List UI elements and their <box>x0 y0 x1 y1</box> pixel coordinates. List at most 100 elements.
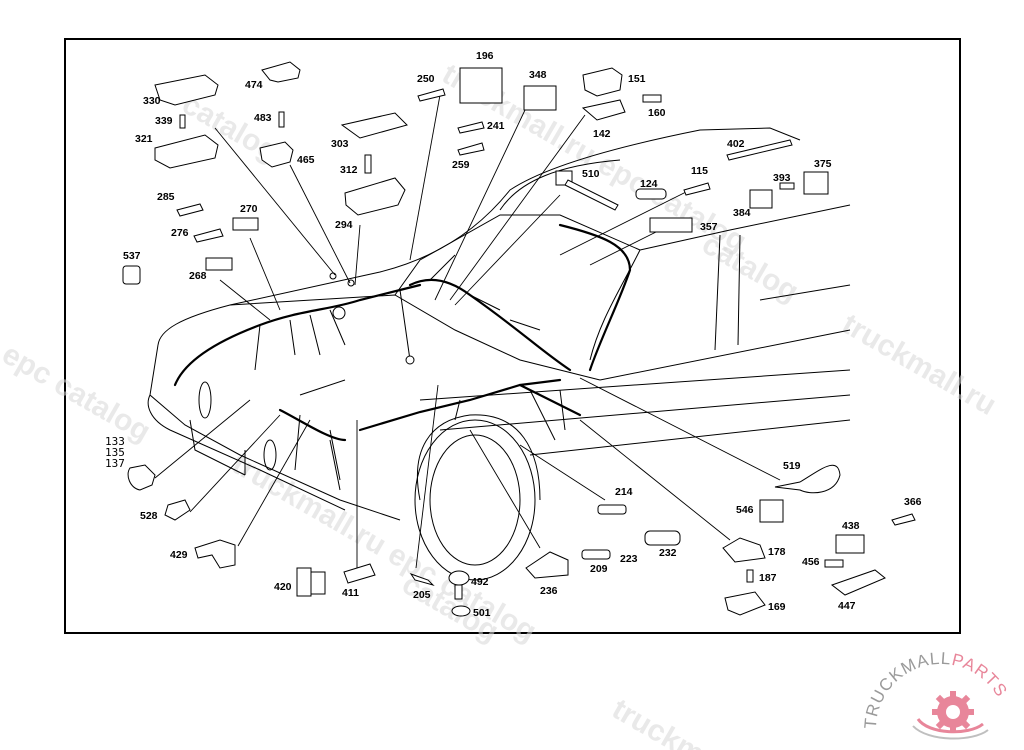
callout-137: 137 <box>105 457 125 470</box>
part-236 <box>525 551 569 579</box>
callout-236: 236 <box>540 585 558 597</box>
watermark: truckmall.ru <box>607 692 772 750</box>
callout-339: 339 <box>155 115 173 127</box>
callout-402: 402 <box>727 138 745 150</box>
part-241 <box>457 121 485 134</box>
part-214 <box>597 504 627 515</box>
watermark: truckmall.ru <box>837 307 1002 421</box>
part-142 <box>581 99 626 121</box>
callout-348: 348 <box>529 69 547 81</box>
part-178 <box>722 537 766 563</box>
part-205 <box>409 573 435 586</box>
part-321 <box>154 134 219 169</box>
callout-259: 259 <box>452 159 470 171</box>
part-420b <box>310 571 326 595</box>
part-169 <box>724 591 766 616</box>
part-196 <box>459 67 503 104</box>
part-447 <box>830 569 886 596</box>
callout-519: 519 <box>783 460 801 472</box>
callout-241: 241 <box>487 120 505 132</box>
part-357 <box>649 217 693 233</box>
part-384 <box>749 189 773 209</box>
part-420 <box>296 567 312 597</box>
part-312 <box>364 154 372 174</box>
callout-438: 438 <box>842 520 860 532</box>
part-366 <box>891 513 916 526</box>
callout-456: 456 <box>802 556 820 568</box>
callout-375: 375 <box>814 158 832 170</box>
callout-294: 294 <box>335 219 353 231</box>
part-375 <box>803 171 829 195</box>
logo-text-parts: PARTS <box>950 650 1011 701</box>
callout-214: 214 <box>615 486 633 498</box>
part-465 <box>259 141 294 168</box>
part-402 <box>726 139 793 161</box>
callout-135: 135 <box>105 446 125 459</box>
part-151 <box>582 67 623 97</box>
callout-501: 501 <box>473 607 491 619</box>
part-456 <box>824 559 844 568</box>
part-330 <box>154 74 219 106</box>
callout-429: 429 <box>170 549 188 561</box>
callout-303: 303 <box>331 138 349 150</box>
callout-115: 115 <box>691 165 708 177</box>
part-339 <box>179 114 186 129</box>
part-492-shaft <box>454 584 463 600</box>
callout-178: 178 <box>768 546 786 558</box>
callout-366: 366 <box>904 496 922 508</box>
callout-250: 250 <box>417 73 435 85</box>
part-232 <box>644 530 681 546</box>
callout-187: 187 <box>759 572 777 584</box>
parts <box>122 61 916 617</box>
part-438 <box>835 534 865 554</box>
car-body-outline <box>147 127 851 581</box>
part-270 <box>232 217 259 231</box>
logo-text: TRUCKMALLPARTS <box>861 649 1011 730</box>
part-303 <box>340 112 408 139</box>
part-510-strap <box>564 179 619 211</box>
callout-312: 312 <box>340 164 358 176</box>
callout-151: 151 <box>628 73 646 85</box>
callout-357: 357 <box>700 221 718 233</box>
part-133 <box>127 464 156 491</box>
callout-393: 393 <box>773 172 791 184</box>
part-294 <box>344 177 406 216</box>
part-268 <box>205 257 233 271</box>
part-501 <box>451 605 471 617</box>
part-209 <box>581 549 611 560</box>
part-259 <box>457 142 485 156</box>
part-528 <box>164 499 191 521</box>
part-187 <box>746 569 754 583</box>
callout-384: 384 <box>733 207 751 219</box>
wiring-harness <box>173 223 632 481</box>
part-429 <box>194 539 236 569</box>
callout-411: 411 <box>342 587 359 599</box>
callout-330: 330 <box>143 95 161 107</box>
part-160 <box>642 94 662 103</box>
part-546 <box>759 499 784 523</box>
callout-205: 205 <box>413 589 431 601</box>
callout-labels: 330 474 339 483 321 465 303 312 294 285 … <box>105 50 922 619</box>
callout-223: 223 <box>620 553 638 565</box>
watermark: catalog <box>697 227 804 308</box>
callout-510: 510 <box>582 168 600 180</box>
part-537 <box>122 265 141 285</box>
callout-537: 537 <box>123 250 141 262</box>
callout-492: 492 <box>471 576 489 588</box>
callout-169: 169 <box>768 601 786 613</box>
callout-420: 420 <box>274 581 292 593</box>
part-492 <box>448 570 470 586</box>
callout-465: 465 <box>297 154 315 166</box>
watermark: epc catalog <box>0 337 156 448</box>
callout-546: 546 <box>736 504 754 516</box>
callout-483: 483 <box>254 112 272 124</box>
callout-270: 270 <box>240 203 258 215</box>
leader-lines <box>154 94 781 569</box>
part-276 <box>193 228 224 243</box>
callout-285: 285 <box>157 191 175 203</box>
callout-142: 142 <box>593 128 611 140</box>
part-285 <box>176 203 204 217</box>
callout-133: 133 <box>105 435 125 448</box>
callout-209: 209 <box>590 563 608 575</box>
